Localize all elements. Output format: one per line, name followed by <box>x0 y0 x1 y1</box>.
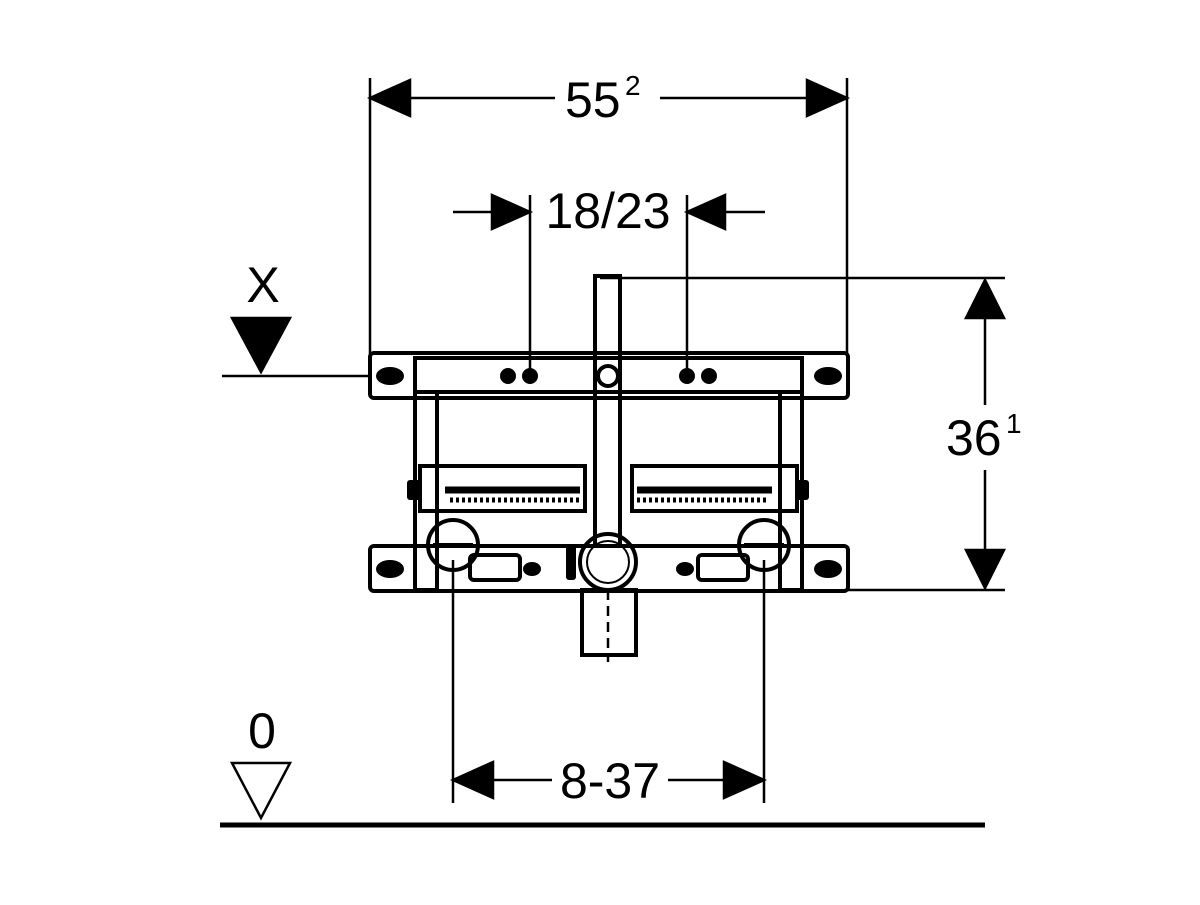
arrow-left-icon <box>449 760 495 800</box>
triangle-down-filled-icon <box>229 316 293 375</box>
outlet-spacing-value: 8-37 <box>560 753 660 809</box>
marker-x <box>222 316 372 378</box>
center-spacing-value: 18/23 <box>545 183 670 239</box>
arrow-right-icon <box>722 760 768 800</box>
overall-width-superscript: 2 <box>625 70 641 101</box>
height-superscript: 1 <box>1006 408 1022 439</box>
dimension-height <box>600 276 1007 592</box>
arrow-right-icon <box>805 78 851 118</box>
dimension-center-spacing <box>453 193 765 372</box>
floor-level-label: 0 <box>248 703 276 759</box>
arrow-down-icon <box>963 548 1007 591</box>
bolts <box>376 367 842 580</box>
marker-x-label: X <box>246 257 279 313</box>
overall-width-value: 55 <box>565 72 621 128</box>
arrow-right-icon <box>490 193 534 231</box>
arrow-left-icon <box>366 78 412 118</box>
height-value: 36 <box>946 410 1002 466</box>
arrow-up-icon <box>963 277 1007 320</box>
arrow-left-icon <box>683 193 727 231</box>
dimension-overall-width <box>366 78 851 355</box>
dimension-outlet-spacing <box>449 560 768 803</box>
triangle-down-outline-icon <box>229 761 293 821</box>
marker-floor-level <box>220 761 985 828</box>
